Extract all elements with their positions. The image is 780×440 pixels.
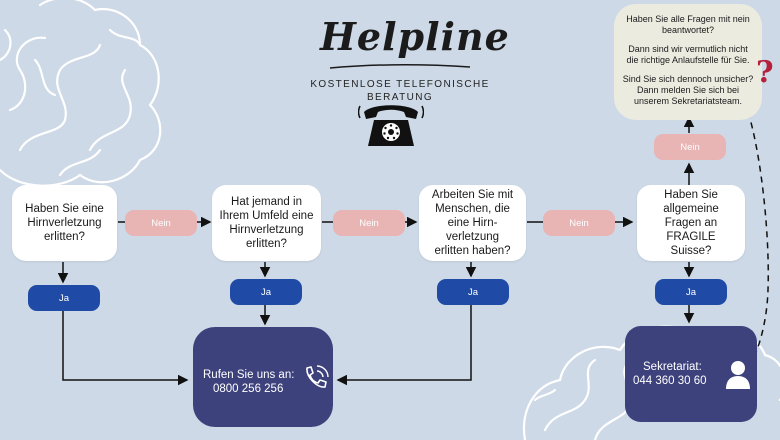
question-label: Haben Sie allgemeine Fragen an FRAGILE S… xyxy=(663,189,719,257)
note-line-3: Sind Sie sich dennoch unsicher? Dann mel… xyxy=(622,74,754,106)
nein-pill-2: Nein xyxy=(333,210,405,236)
secretariat-label: Sekretariat: xyxy=(643,361,702,373)
question-general-questions: Haben Sie allgemeine Fragen an FRAGILE S… xyxy=(637,185,745,261)
note-line-2: Dann sind wir vermutlich nicht die richt… xyxy=(626,44,750,65)
hotline-box: Rufen Sie uns an: 0800 256 256 xyxy=(193,327,333,427)
hotline-label: Rufen Sie uns an: xyxy=(203,369,295,381)
secretariat-box: Sekretariat: 044 360 30 60 xyxy=(625,326,757,422)
helpline-subtitle: KOSTENLOSE TELEFONISCHE BERATUNG xyxy=(310,79,490,103)
ja-pill-1: Ja xyxy=(28,285,100,311)
question-brain-injury: Haben Sie eine Hirnverletzung erlitten? xyxy=(12,185,117,261)
question-mark-icon: ? xyxy=(756,55,774,90)
ja-pill-4: Ja xyxy=(655,279,727,305)
note-line-1: Haben Sie alle Fragen mit nein beantwort… xyxy=(626,14,750,35)
ja-pill-3: Ja xyxy=(437,279,509,305)
question-relative-injury: Hat jemand in Ihrem Umfeld eine Hirnverl… xyxy=(212,185,321,261)
nein-pill-4: Nein xyxy=(654,134,726,160)
nein-pill-3: Nein xyxy=(543,210,615,236)
question-label: Haben Sie eine Hirnverletzung erlitten? xyxy=(25,203,104,243)
ja-pill-2: Ja xyxy=(230,279,302,305)
hotline-number: 0800 256 256 xyxy=(213,383,284,395)
title-underline xyxy=(329,64,471,69)
nein-pill-1: Nein xyxy=(125,210,197,236)
phone-handset-icon xyxy=(306,365,329,388)
secretariat-number: 044 360 30 60 xyxy=(633,375,707,387)
rotary-phone-icon xyxy=(358,105,424,146)
brain-outline-top-left xyxy=(0,0,162,187)
question-label: Hat jemand in Ihrem Umfeld eine Hirnverl… xyxy=(219,196,314,250)
person-icon xyxy=(726,361,750,389)
info-note: Haben Sie alle Fragen mit nein beantwort… xyxy=(614,4,762,120)
helpline-title: Helpline xyxy=(320,14,510,59)
question-label: Arbeiten Sie mit Menschen, die eine Hirn… xyxy=(431,189,514,257)
question-work-with-patients: Arbeiten Sie mit Menschen, die eine Hirn… xyxy=(419,185,526,261)
